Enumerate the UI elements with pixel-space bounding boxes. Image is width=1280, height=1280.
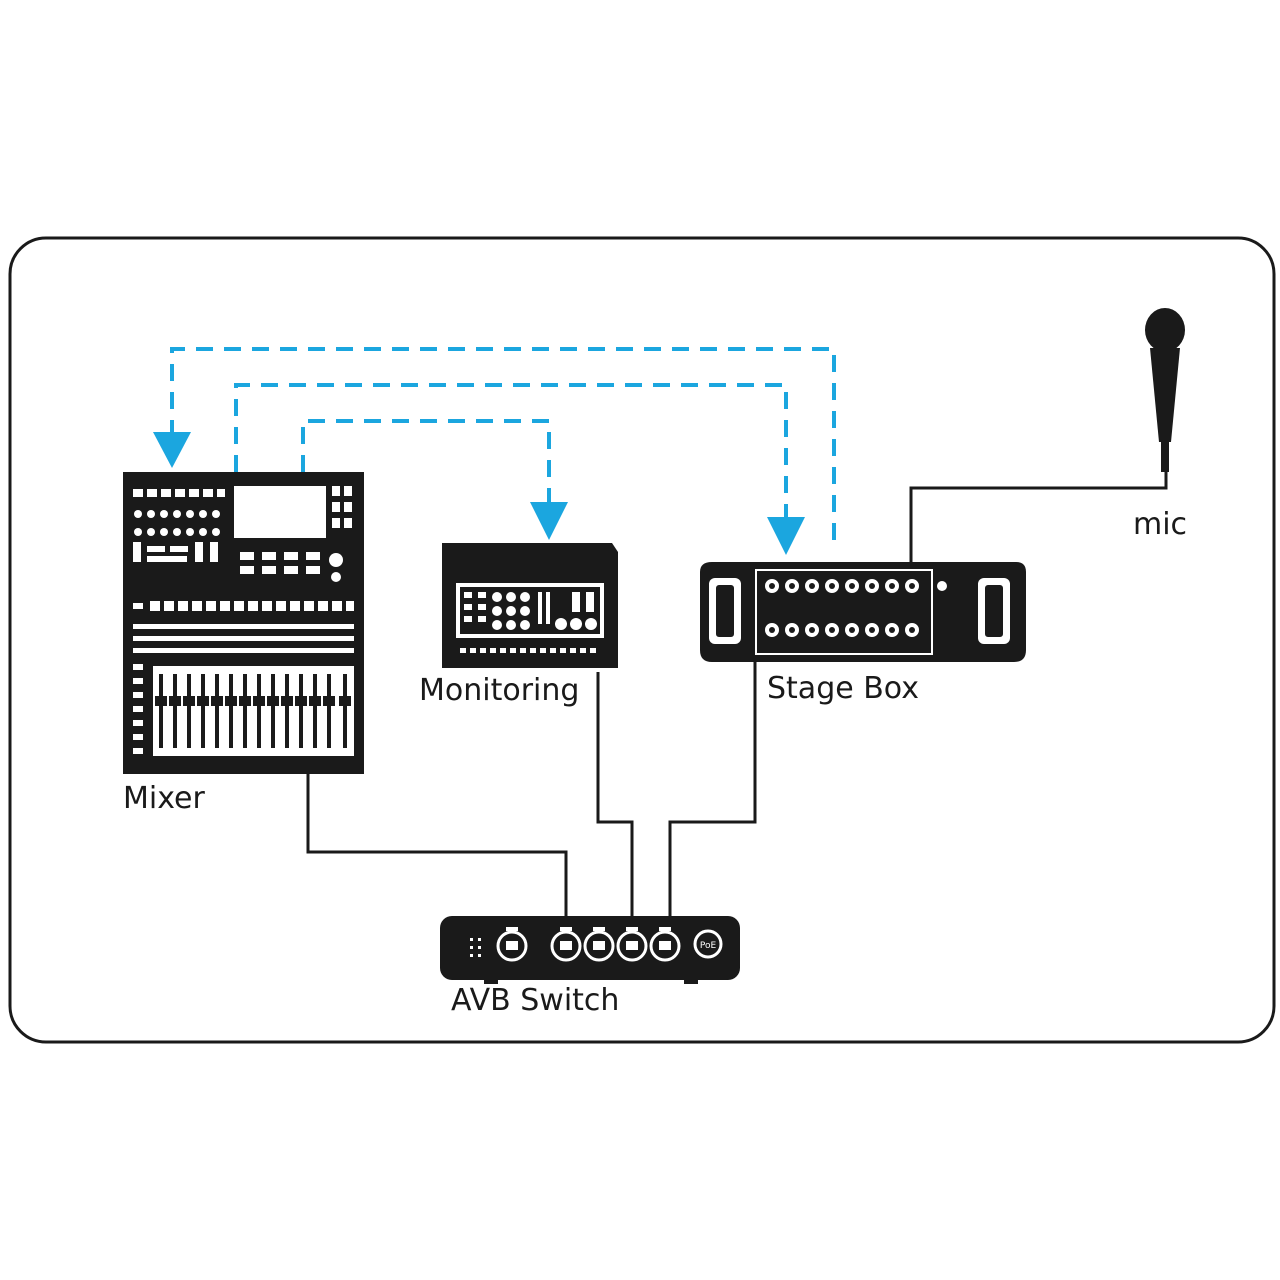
mixer-device	[123, 472, 364, 774]
monitoring-label: Monitoring	[419, 673, 580, 708]
arrowhead-into-monitoring	[530, 502, 568, 540]
arrowhead-into-mixer	[153, 432, 191, 468]
mixer-faders	[155, 674, 351, 748]
poe-badge: PoE	[700, 941, 717, 951]
signal-flow-arrowheads	[153, 432, 805, 555]
stage-box-connectors	[763, 577, 921, 639]
mic-label: mic	[1133, 507, 1188, 542]
stage-box-label: Stage Box	[767, 671, 919, 706]
cable-mic-to-stagebox	[909, 470, 1168, 562]
microphone-icon	[1145, 308, 1185, 472]
switch-ports	[496, 929, 723, 962]
monitoring-device	[442, 543, 618, 668]
signal-flow-lines	[170, 347, 836, 540]
avb-switch-device: PoE	[440, 916, 740, 984]
mixer-label: Mixer	[123, 781, 205, 816]
cable-stagebox-to-switch	[668, 660, 757, 916]
cable-mixer-to-switch	[306, 774, 568, 916]
arrowhead-into-stagebox	[767, 517, 805, 555]
signal-flow-mixer-to-stagebox	[234, 383, 788, 525]
avb-switch-label: AVB Switch	[451, 983, 620, 1018]
signal-flow-stagebox-to-mixer	[170, 347, 836, 540]
mixer-screen	[234, 486, 326, 538]
signal-flow-mixer-to-monitoring	[301, 419, 551, 512]
cable-monitoring-to-switch	[596, 672, 634, 916]
stage-box-device	[700, 562, 1026, 662]
cables	[306, 470, 1168, 916]
diagram-frame	[8, 236, 1276, 1044]
